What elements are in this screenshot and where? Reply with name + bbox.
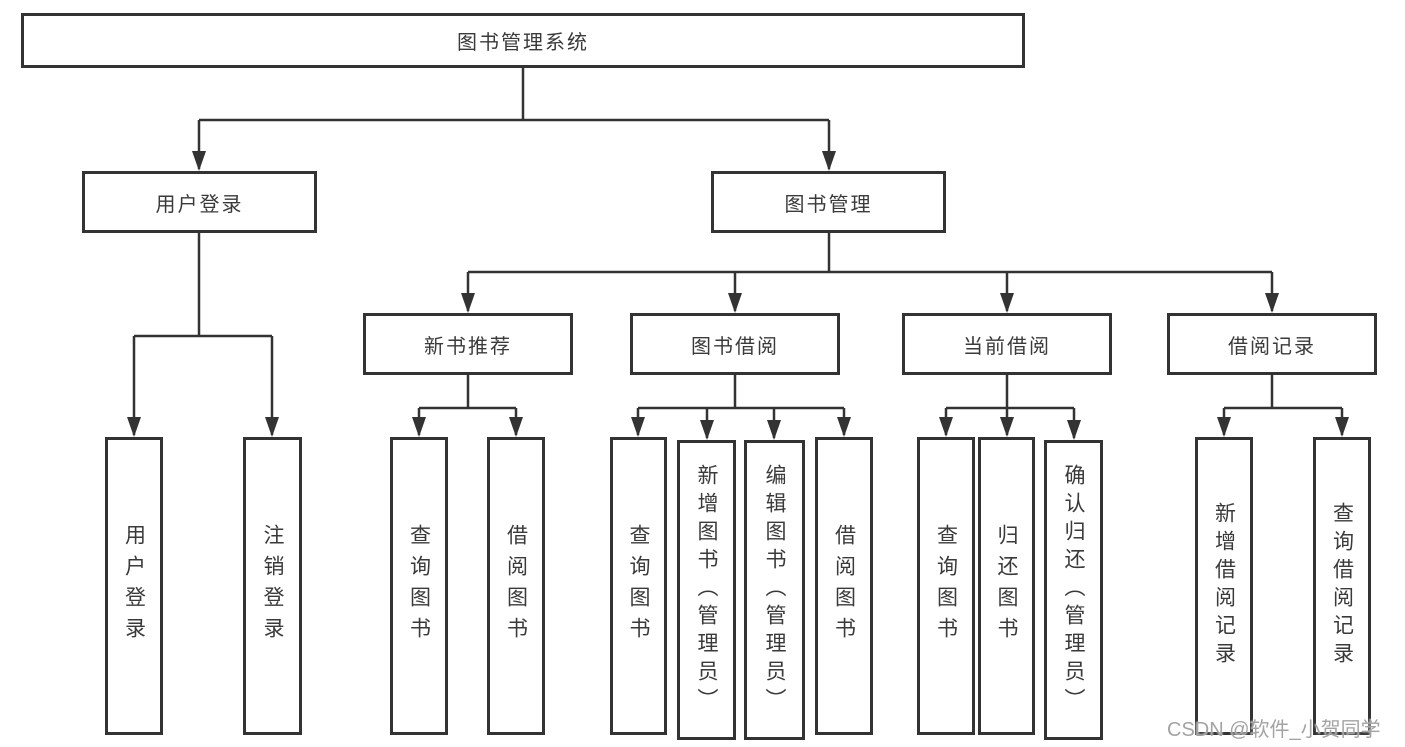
leaf-user-login: 用户登录 <box>105 437 163 735</box>
leaf-query-books-recommend: 查询图书 <box>390 437 448 735</box>
node-borrowing-records-label: 借阅记录 <box>1228 335 1316 358</box>
leaf-query-borrow-record: 查询借阅记录 <box>1313 437 1371 735</box>
leaf-logout-login: 注销登录 <box>243 437 302 735</box>
leaf-add-borrow-record-label: 新增借阅记录 <box>1212 502 1236 670</box>
leaf-edit-books-admin-label: 编辑图书（管理员） <box>763 464 786 716</box>
leaf-logout-login-label: 注销登录 <box>261 524 284 648</box>
leaf-return-books: 归还图书 <box>978 437 1035 735</box>
leaf-add-books-admin: 新增图书（管理员） <box>677 440 736 740</box>
leaf-query-books-borrowing-label: 查询图书 <box>627 524 650 648</box>
leaf-query-books-recommend-label: 查询图书 <box>407 524 431 648</box>
leaf-borrow-books-recommend: 借阅图书 <box>487 437 545 735</box>
leaf-query-books-borrowing: 查询图书 <box>610 437 667 735</box>
node-book-management-label: 图书管理 <box>784 193 873 216</box>
watermark-text: CSDN @软件_小贺同学 <box>1167 719 1381 741</box>
node-book-management: 图书管理 <box>711 171 946 233</box>
leaf-query-books-current: 查询图书 <box>917 437 975 735</box>
node-user-login-branch: 用户登录 <box>82 171 317 233</box>
leaf-query-books-current-label: 查询图书 <box>934 524 958 648</box>
node-book-borrowing: 图书借阅 <box>630 313 840 375</box>
node-borrowing-records: 借阅记录 <box>1167 313 1377 375</box>
leaf-add-books-admin-label: 新增图书（管理员） <box>695 464 718 716</box>
leaf-borrow-books-borrowing-label: 借阅图书 <box>832 524 856 648</box>
node-root: 图书管理系统 <box>21 13 1025 68</box>
leaf-return-books-label: 归还图书 <box>995 524 1018 648</box>
node-current-borrowing: 当前借阅 <box>902 313 1112 375</box>
node-user-login-branch-label: 用户登录 <box>155 193 244 216</box>
leaf-confirm-return-admin: 确认归还（管理员） <box>1044 440 1103 740</box>
node-new-book-recommend-label: 新书推荐 <box>424 335 512 358</box>
leaf-confirm-return-admin-label: 确认归还（管理员） <box>1062 464 1085 716</box>
node-new-book-recommend: 新书推荐 <box>363 313 573 375</box>
leaf-edit-books-admin: 编辑图书（管理员） <box>744 440 805 740</box>
node-current-borrowing-label: 当前借阅 <box>963 335 1051 358</box>
leaf-user-login-label: 用户登录 <box>122 524 146 648</box>
node-root-label: 图书管理系统 <box>457 32 589 54</box>
node-book-borrowing-label: 图书借阅 <box>691 335 779 358</box>
leaf-borrow-books-borrowing: 借阅图书 <box>815 437 873 735</box>
leaf-add-borrow-record: 新增借阅记录 <box>1195 437 1253 735</box>
leaf-borrow-books-recommend-label: 借阅图书 <box>504 524 528 648</box>
leaf-query-borrow-record-label: 查询借阅记录 <box>1330 502 1354 670</box>
